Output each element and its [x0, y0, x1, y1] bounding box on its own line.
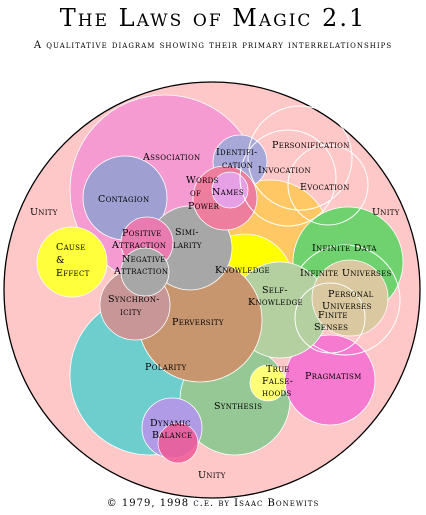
label-evocation: Evocation — [300, 182, 350, 193]
label-self-knowledge-1: Self- — [262, 285, 288, 296]
label-true-falsehoods-3: hoods — [262, 388, 292, 399]
label-contagion: Contagion — [98, 194, 149, 205]
invocation-circle — [239, 129, 337, 227]
label-synthesis: Synthesis — [214, 401, 262, 412]
cause-effect-circle — [36, 226, 108, 298]
dynamic-balance-pink-circle — [157, 422, 199, 464]
label-unity-left: Unity — [30, 207, 58, 218]
personal-universes-circle — [311, 259, 389, 337]
label-personal-universes-2: Universes — [322, 301, 372, 312]
label-finite-senses-1: Finite — [318, 310, 348, 321]
label-identification-1: Identifi- — [216, 147, 258, 158]
label-negative-2: Attraction — [113, 266, 168, 277]
label-true-falsehoods-1: True — [266, 364, 290, 375]
label-pragmatism: Pragmatism — [305, 371, 362, 382]
true-falsehoods-circle — [249, 364, 287, 402]
diagram-subtitle: A qualitative diagram showing their prim… — [33, 40, 393, 51]
label-cause-3: Effect — [56, 268, 90, 279]
names-circle — [211, 171, 249, 209]
label-true-falsehoods-2: False- — [262, 376, 293, 387]
label-similarity-2: larity — [173, 240, 202, 251]
label-words-1: Words — [186, 175, 219, 186]
label-self-knowledge-2: Knowledge — [248, 297, 303, 308]
label-cause-1: Cause — [56, 242, 86, 253]
label-unity-bottom: Unity — [198, 470, 226, 481]
label-polarity: Polarity — [145, 362, 187, 373]
label-personification: Personification — [272, 140, 350, 151]
label-association: Association — [142, 152, 200, 163]
label-infinite-universes: Infinite Universes — [300, 268, 392, 279]
label-unity-right: Unity — [372, 207, 400, 218]
label-synchronicity-1: Synchron- — [108, 294, 160, 305]
label-dynamic-balance-1: Dynamic — [150, 418, 191, 429]
label-personal-universes-1: Personal — [328, 289, 374, 300]
label-identification-2: cation — [222, 160, 253, 171]
copyright-notice: © 1979, 1998 c.e. by Isaac Bonewits — [106, 498, 320, 509]
evocation-circle — [287, 144, 369, 226]
negative-attraction-circle — [120, 247, 170, 297]
label-negative-1: Negative — [122, 254, 166, 265]
label-finite-senses-2: Senses — [314, 322, 348, 333]
label-invocation: Invocation — [258, 165, 311, 176]
label-positive-1: Positive — [122, 228, 162, 239]
diagram-title: The Laws of Magic 2.1 — [59, 4, 367, 32]
personification-circle — [247, 105, 353, 211]
label-cause-2: & — [56, 255, 65, 266]
label-words-2: of — [190, 188, 201, 199]
label-positive-2: Attraction — [111, 240, 166, 251]
finite-senses-circle — [294, 282, 366, 354]
label-similarity-1: Simi- — [175, 227, 199, 238]
label-words-3: Power — [188, 201, 220, 212]
label-knowledge: Knowledge — [215, 265, 270, 276]
label-infinite-data: Infinite Data — [312, 243, 377, 254]
label-dynamic-balance-2: Balance — [152, 430, 192, 441]
label-perversity: Perversity — [172, 317, 224, 328]
label-names: Names — [212, 187, 244, 198]
label-synchronicity-2: icity — [120, 307, 142, 318]
